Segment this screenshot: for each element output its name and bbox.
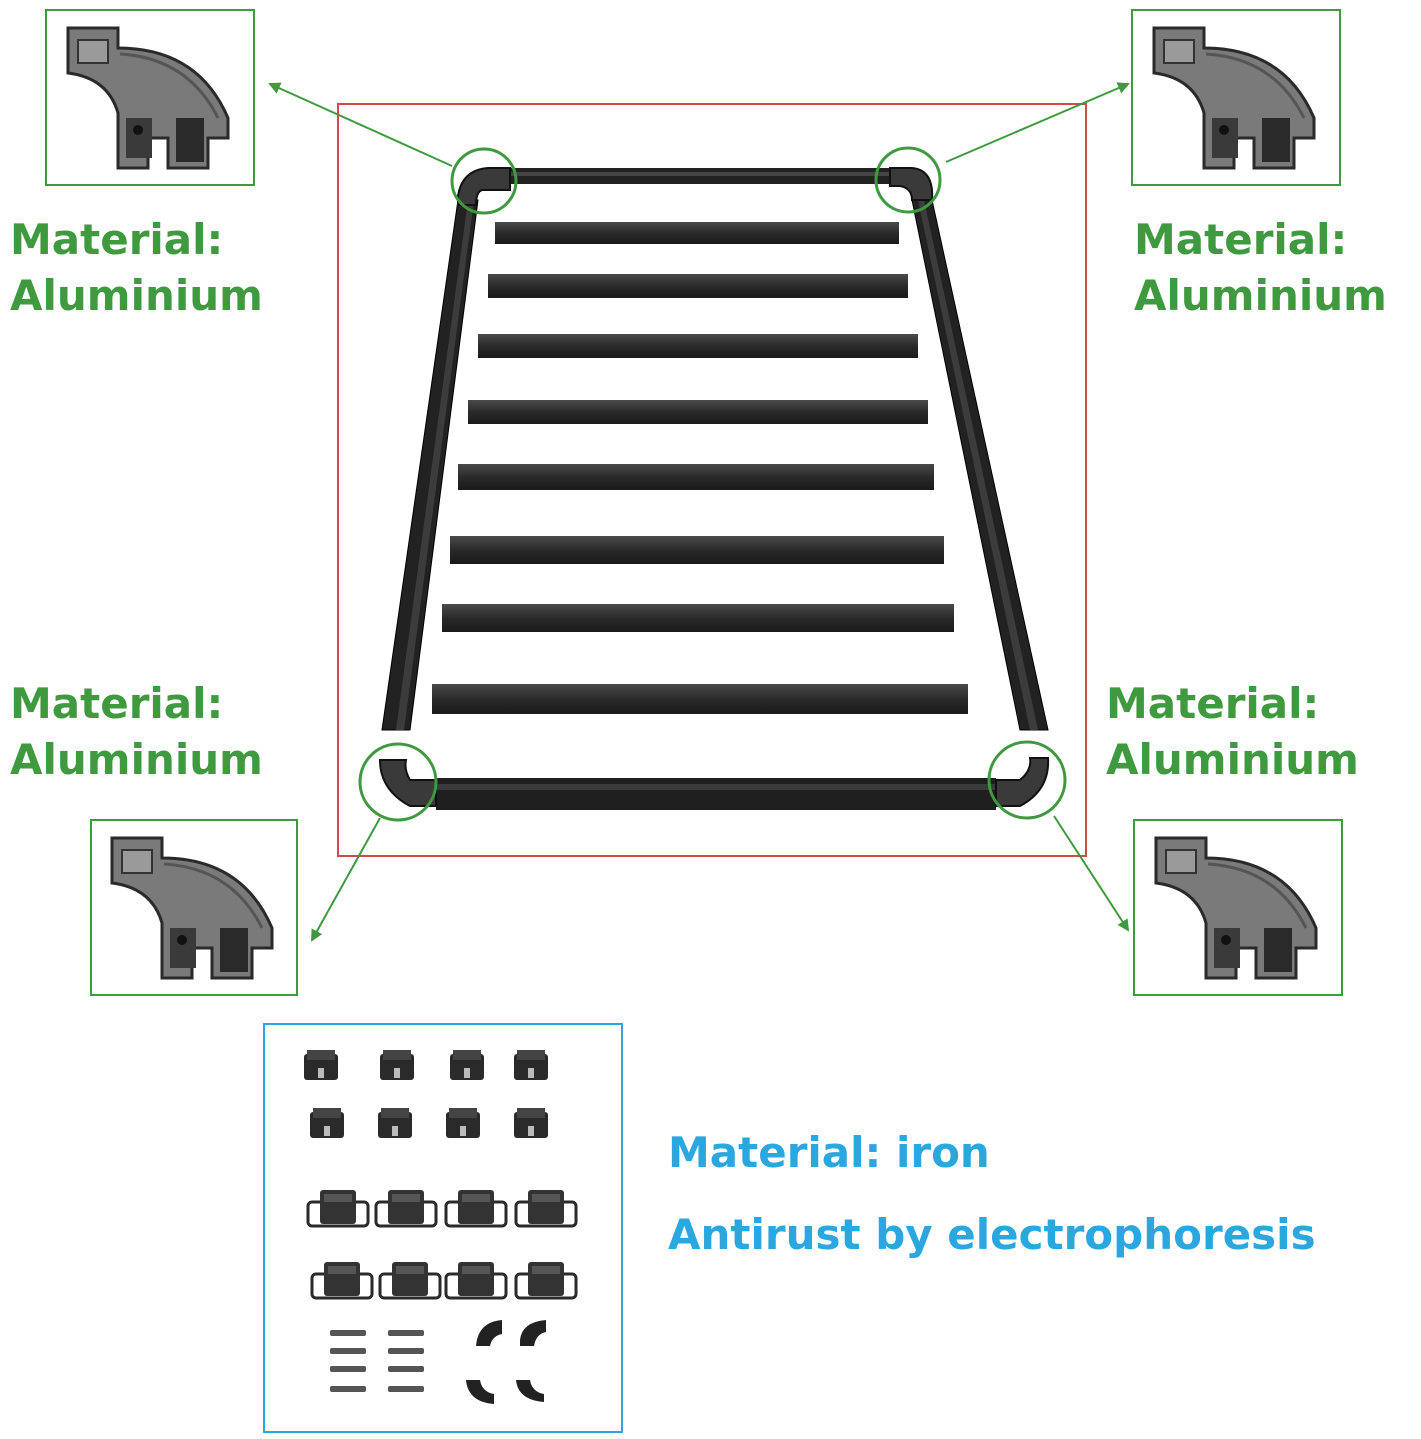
- antirust-label: Antirust by electrophoresis: [668, 1210, 1316, 1259]
- material-label-top-left: Material: Aluminium: [10, 212, 263, 324]
- highlight-top-right: [874, 146, 942, 214]
- material-label-bottom-left: Material: Aluminium: [10, 676, 263, 788]
- label-line-aluminium: Aluminium: [10, 735, 263, 784]
- label-line-aluminium: Aluminium: [1134, 271, 1387, 320]
- arrow-top-right: [945, 82, 1130, 163]
- mount-clip-icon: [514, 1050, 548, 1080]
- label-line-material: Material:: [1106, 679, 1320, 728]
- iron-parts-box: [263, 1023, 623, 1433]
- arrow-top-left: [268, 82, 453, 167]
- label-line-aluminium: Aluminium: [10, 271, 263, 320]
- roof-rack: [378, 167, 1050, 810]
- callout-top-left: [45, 9, 255, 186]
- highlight-top-left: [450, 147, 518, 215]
- label-line-material: Material:: [10, 679, 224, 728]
- callout-bottom-right: [1133, 819, 1343, 996]
- label-line-material: Material:: [10, 215, 224, 264]
- arrow-bottom-left: [311, 817, 381, 942]
- label-line-aluminium: Aluminium: [1106, 735, 1359, 784]
- bolt-icon: [330, 1330, 424, 1392]
- iron-material-label: Material: iron: [668, 1128, 990, 1177]
- material-label-top-right: Material: Aluminium: [1134, 212, 1387, 324]
- arrow-bottom-right: [1053, 815, 1130, 932]
- mount-clip-icon: [310, 1108, 344, 1138]
- material-label-bottom-right: Material: Aluminium: [1106, 676, 1359, 788]
- highlight-bottom-right: [987, 740, 1067, 820]
- mount-clip-icon: [450, 1050, 484, 1080]
- mount-clip-icon: [304, 1050, 338, 1080]
- mount-clip-icon: [378, 1108, 412, 1138]
- mount-clip-icon: [380, 1050, 414, 1080]
- label-line-material: Material:: [1134, 215, 1348, 264]
- mount-clip-icon: [446, 1108, 480, 1138]
- corner-connector-icon: [466, 1320, 546, 1404]
- mount-clip-icon: [514, 1108, 548, 1138]
- callout-bottom-left: [90, 819, 298, 996]
- callout-top-right: [1131, 9, 1341, 186]
- rack-highlight-frame: [337, 103, 1087, 857]
- highlight-bottom-left: [358, 742, 438, 822]
